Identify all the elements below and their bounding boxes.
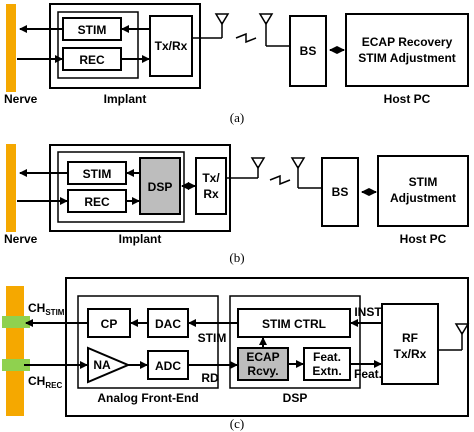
rec-channel-band	[2, 359, 30, 371]
implant-box-a	[49, 3, 201, 89]
sig-inst-label: INST	[354, 305, 382, 319]
nerve-label-b: Nerve	[4, 232, 38, 246]
adc-block	[147, 350, 189, 380]
ecap-line2: Rcvy.	[247, 364, 278, 378]
antenna-icon	[226, 157, 266, 179]
stim-label-a: STIM	[78, 23, 107, 37]
sig-stim-label: STIM	[198, 331, 227, 345]
implant-box-b	[49, 144, 231, 232]
cp-label: CP	[101, 317, 118, 331]
na-amplifier-triangle	[87, 346, 131, 384]
implant-label-a: Implant	[104, 92, 147, 106]
nerve-bar-c	[6, 286, 24, 416]
dac-label: DAC	[155, 317, 181, 331]
wireless-link-icon	[269, 174, 291, 186]
rx-label-b: Rx	[203, 187, 219, 201]
host-line1-a: ECAP Recovery	[362, 35, 453, 49]
stim-channel-band	[2, 316, 30, 328]
sig-feat-label: Feat.	[354, 367, 382, 381]
afe-label: Analog Front-End	[97, 391, 198, 405]
txrx-block-a	[149, 15, 193, 77]
panel-a: STIM REC Tx/Rx BS ECAP Recovery STIM Adj…	[4, 3, 469, 125]
bs-block-a	[289, 15, 327, 87]
antenna-icon	[438, 323, 470, 351]
nerve-label-a: Nerve	[4, 92, 38, 106]
adc-label: ADC	[155, 359, 181, 373]
ch-rec-label: CHREC	[28, 374, 62, 390]
stim-label-b: STIM	[83, 167, 112, 181]
stim-ctrl-block	[237, 308, 351, 338]
implant-label-b: Implant	[119, 232, 162, 246]
txrx-label-a: Tx/Rx	[155, 39, 188, 53]
afe-box	[77, 295, 219, 389]
caption-a: (a)	[230, 110, 244, 125]
txrx-block-b	[195, 157, 227, 215]
host-line2-b: Adjustment	[390, 191, 456, 205]
host-block-b	[377, 155, 469, 227]
caption-b: (b)	[229, 250, 244, 265]
rf-block	[381, 303, 439, 385]
outer-box-c	[65, 277, 469, 417]
ecap-line1: ECAP	[246, 350, 279, 364]
host-pc-label-a: Host PC	[384, 92, 431, 106]
rf-line2: Tx/Rx	[394, 347, 427, 361]
nerve-bar-a	[6, 4, 16, 92]
dsp-label-b: DSP	[148, 180, 173, 194]
dsp-block-b	[139, 157, 181, 215]
host-pc-label-b: Host PC	[400, 232, 447, 246]
caption-c: (c)	[230, 416, 244, 431]
ch-stim-label: CHSTIM	[28, 301, 65, 317]
bs-block-b	[321, 157, 359, 227]
sig-rd-label: RD	[201, 371, 219, 385]
na-label: NA	[93, 358, 111, 372]
ecap-block	[237, 347, 289, 381]
host-line2-a: STIM Adjustment	[358, 51, 456, 65]
antenna-icon	[290, 157, 322, 189]
inner-box-a	[57, 11, 139, 79]
dsp-box-c	[229, 295, 361, 389]
rec-label-b: REC	[84, 195, 110, 209]
panel-b: STIM REC DSP Tx/ Rx BS STIM Adjustment	[4, 144, 469, 265]
panel-c: CHSTIM CHREC CP DAC NA ADC STIM CTRL ECA…	[2, 277, 470, 431]
host-line1-b: STIM	[409, 175, 438, 189]
rec-label-a: REC	[79, 53, 105, 67]
feat-line1: Feat.	[313, 350, 341, 364]
feat-line2: Extn.	[312, 364, 341, 378]
wireless-link-icon	[235, 32, 257, 44]
rf-line1: RF	[402, 331, 418, 345]
bs-label-a: BS	[300, 44, 317, 58]
bs-label-b: BS	[332, 185, 349, 199]
dsp-label-c: DSP	[283, 391, 308, 405]
antenna-icon	[258, 13, 290, 47]
stim-ctrl-label: STIM CTRL	[262, 317, 326, 331]
antenna-icon	[192, 13, 230, 39]
host-block-a	[345, 13, 469, 87]
tx-label-b: Tx/	[202, 171, 220, 185]
nerve-bar-b	[6, 144, 16, 232]
